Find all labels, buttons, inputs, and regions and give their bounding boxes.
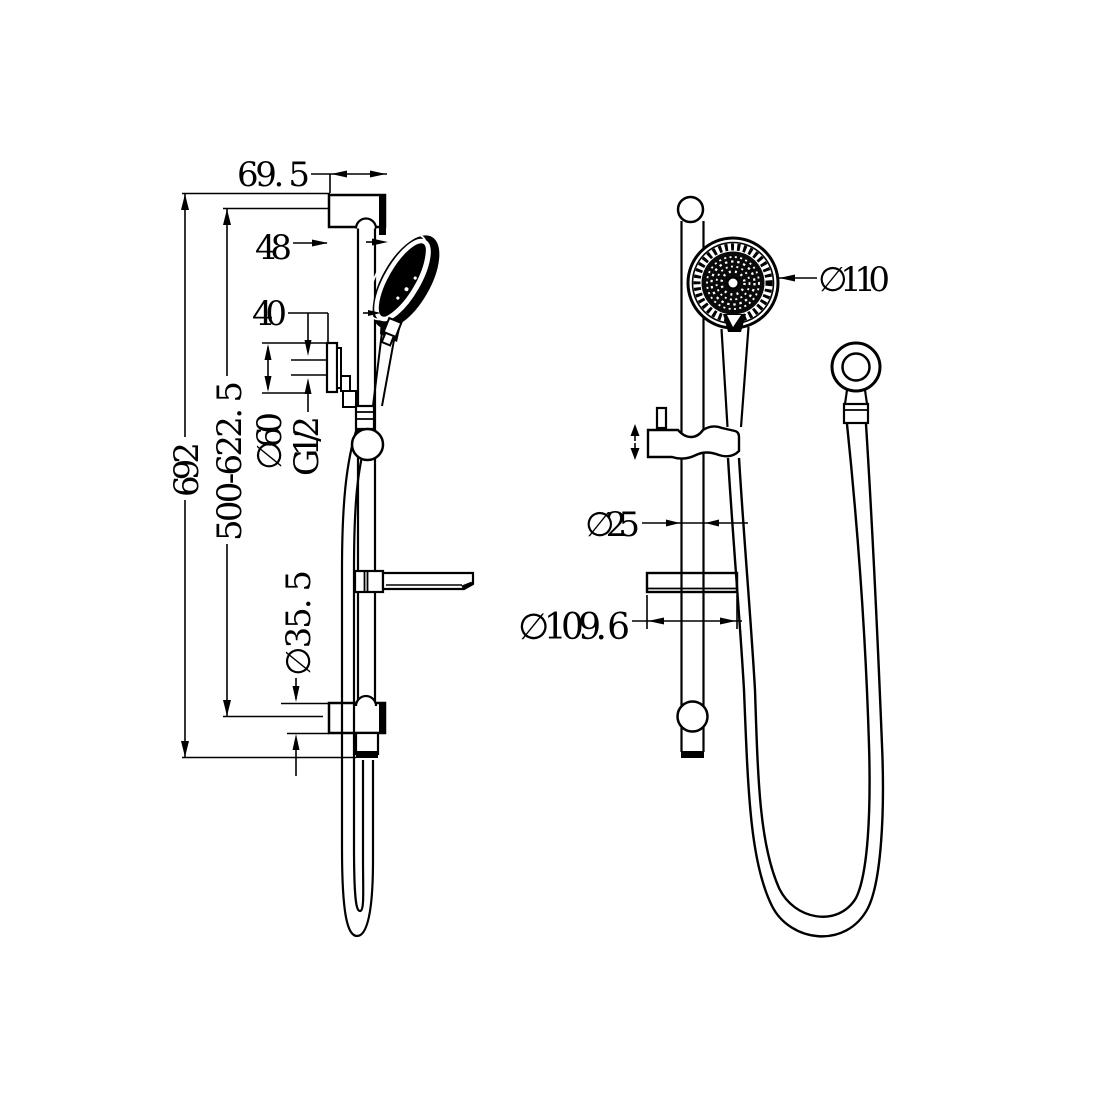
rail-top-ball	[676, 195, 705, 224]
arrowhead	[648, 617, 664, 625]
front-view: ∅110 ∅25 ∅109. 6	[518, 195, 890, 938]
arrowhead	[181, 194, 189, 210]
dim-bracket-diameter-label: ∅35. 5	[279, 570, 319, 676]
slide-direction-arrows	[630, 424, 640, 460]
dish-clamp-side	[353, 569, 385, 594]
hose-front-outer	[726, 423, 885, 938]
arrowhead	[304, 340, 312, 356]
hose-side-inner	[352, 427, 372, 913]
arrowhead	[304, 378, 312, 394]
dim-holder-diameter-label: ∅60	[250, 412, 290, 470]
slider-knob-side	[350, 427, 385, 462]
arrowhead	[223, 700, 231, 716]
slider-pin-front	[655, 406, 668, 430]
dim-overall-height-label: 692	[167, 442, 207, 497]
handle-side-edge	[372, 331, 383, 407]
slider-arm-side	[340, 375, 351, 392]
dim-head-diameter-label: ∅110	[818, 260, 890, 300]
head-neck-notch	[727, 315, 741, 327]
side-view: 692 500-622. 5 69. 5 48 40	[167, 155, 475, 938]
hose-nut-side	[354, 404, 376, 431]
handle-front-edge	[720, 328, 729, 428]
hose-side-outer	[340, 427, 375, 938]
dim-top-offset-label: 69. 5	[237, 155, 310, 195]
arrowhead	[292, 734, 300, 750]
arrowhead	[181, 741, 189, 757]
arrowhead	[372, 238, 388, 246]
slider-bracket-front	[646, 425, 741, 460]
hose-front-inner	[737, 423, 871, 918]
dim-adjustable-range-label: 500-622. 5	[210, 381, 250, 541]
head-center-cap	[726, 276, 740, 290]
soap-dish-front	[645, 571, 739, 594]
arrowhead	[264, 344, 272, 360]
arrowhead	[292, 686, 300, 702]
dim-wall-to-head-label: 48	[255, 228, 292, 268]
bottom-bracket-side	[327, 701, 387, 735]
arrowhead	[312, 239, 328, 247]
rail-bottom-cap-side	[356, 751, 378, 758]
shower-head-front	[686, 236, 780, 330]
arrowhead	[666, 519, 680, 527]
dim-soap-dish-diameter-label: ∅109. 6	[518, 607, 630, 648]
slider-band-side	[336, 347, 342, 389]
arrowhead	[331, 170, 347, 178]
wall-outlet	[830, 341, 882, 425]
arrowhead	[705, 519, 719, 527]
rail-bottom-dome	[354, 694, 378, 707]
top-bracket-side	[327, 193, 387, 229]
dim-hose-thread-label: G1/2	[287, 416, 327, 476]
dim-holder-offset-label: 40	[252, 294, 287, 334]
arrowhead	[264, 376, 272, 392]
dim-rail-diameter-label: ∅25	[585, 505, 640, 545]
shower-head-side	[367, 233, 440, 329]
handle-side-edge	[381, 339, 395, 407]
bottom-mount-front	[676, 700, 709, 733]
handle-grip-side	[380, 316, 403, 347]
slider-arm-lower-side	[342, 390, 357, 408]
arrowhead	[720, 617, 736, 625]
arrowhead	[370, 170, 386, 178]
rail-top-dome	[354, 217, 378, 229]
handle-front-edge	[739, 326, 750, 428]
top-bracket-escutcheon-edge	[379, 195, 386, 235]
slider-wall-plate-side	[325, 341, 339, 394]
rail-bottom-end-side	[354, 731, 380, 756]
arrowhead	[223, 209, 231, 225]
arrowhead	[779, 274, 795, 282]
arrowhead	[368, 310, 381, 316]
soap-dish-side	[381, 571, 475, 591]
soap-dish-corner	[461, 581, 473, 589]
bottom-bracket-escutcheon-edge	[379, 703, 386, 733]
rail-bottom-cap-front	[681, 751, 704, 758]
